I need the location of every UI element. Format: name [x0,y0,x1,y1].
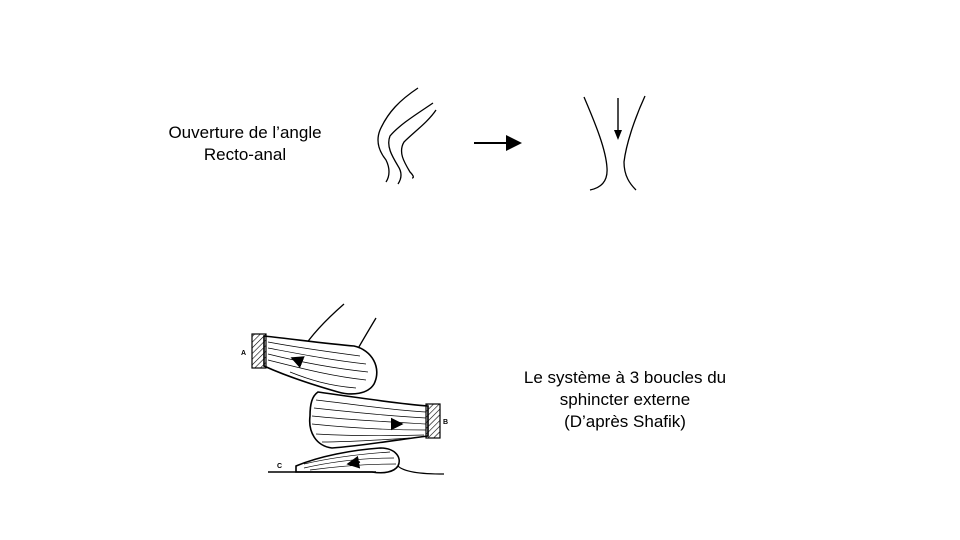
angle-opening-caption: Ouverture de l’angle Recto-anal [140,122,350,166]
loops-caption-line-3: (D’après Shafik) [564,412,686,431]
angle-caption-line-1: Ouverture de l’angle [168,123,322,142]
closed-anorectal-angle-sketch [377,87,437,185]
angle-caption-line-2: Recto-anal [203,145,287,164]
three-loop-sphincter-illustration [251,303,445,475]
middle-loop-muscle [308,391,429,449]
three-loop-system-caption: Le système à 3 boucles du sphincter exte… [490,367,760,433]
downward-arrow [614,98,622,140]
loop-letter-c: C [277,463,282,470]
loop-letter-a: A [241,350,246,357]
open-anorectal-angle-sketch [583,95,646,191]
anchor-block-a [251,333,267,369]
loop-letter-b: B [443,419,448,426]
anchor-block-b [425,403,441,439]
loops-caption-line-1: Le système à 3 boucles du [523,368,727,387]
loops-caption-line-2: sphincter externe [559,390,691,409]
